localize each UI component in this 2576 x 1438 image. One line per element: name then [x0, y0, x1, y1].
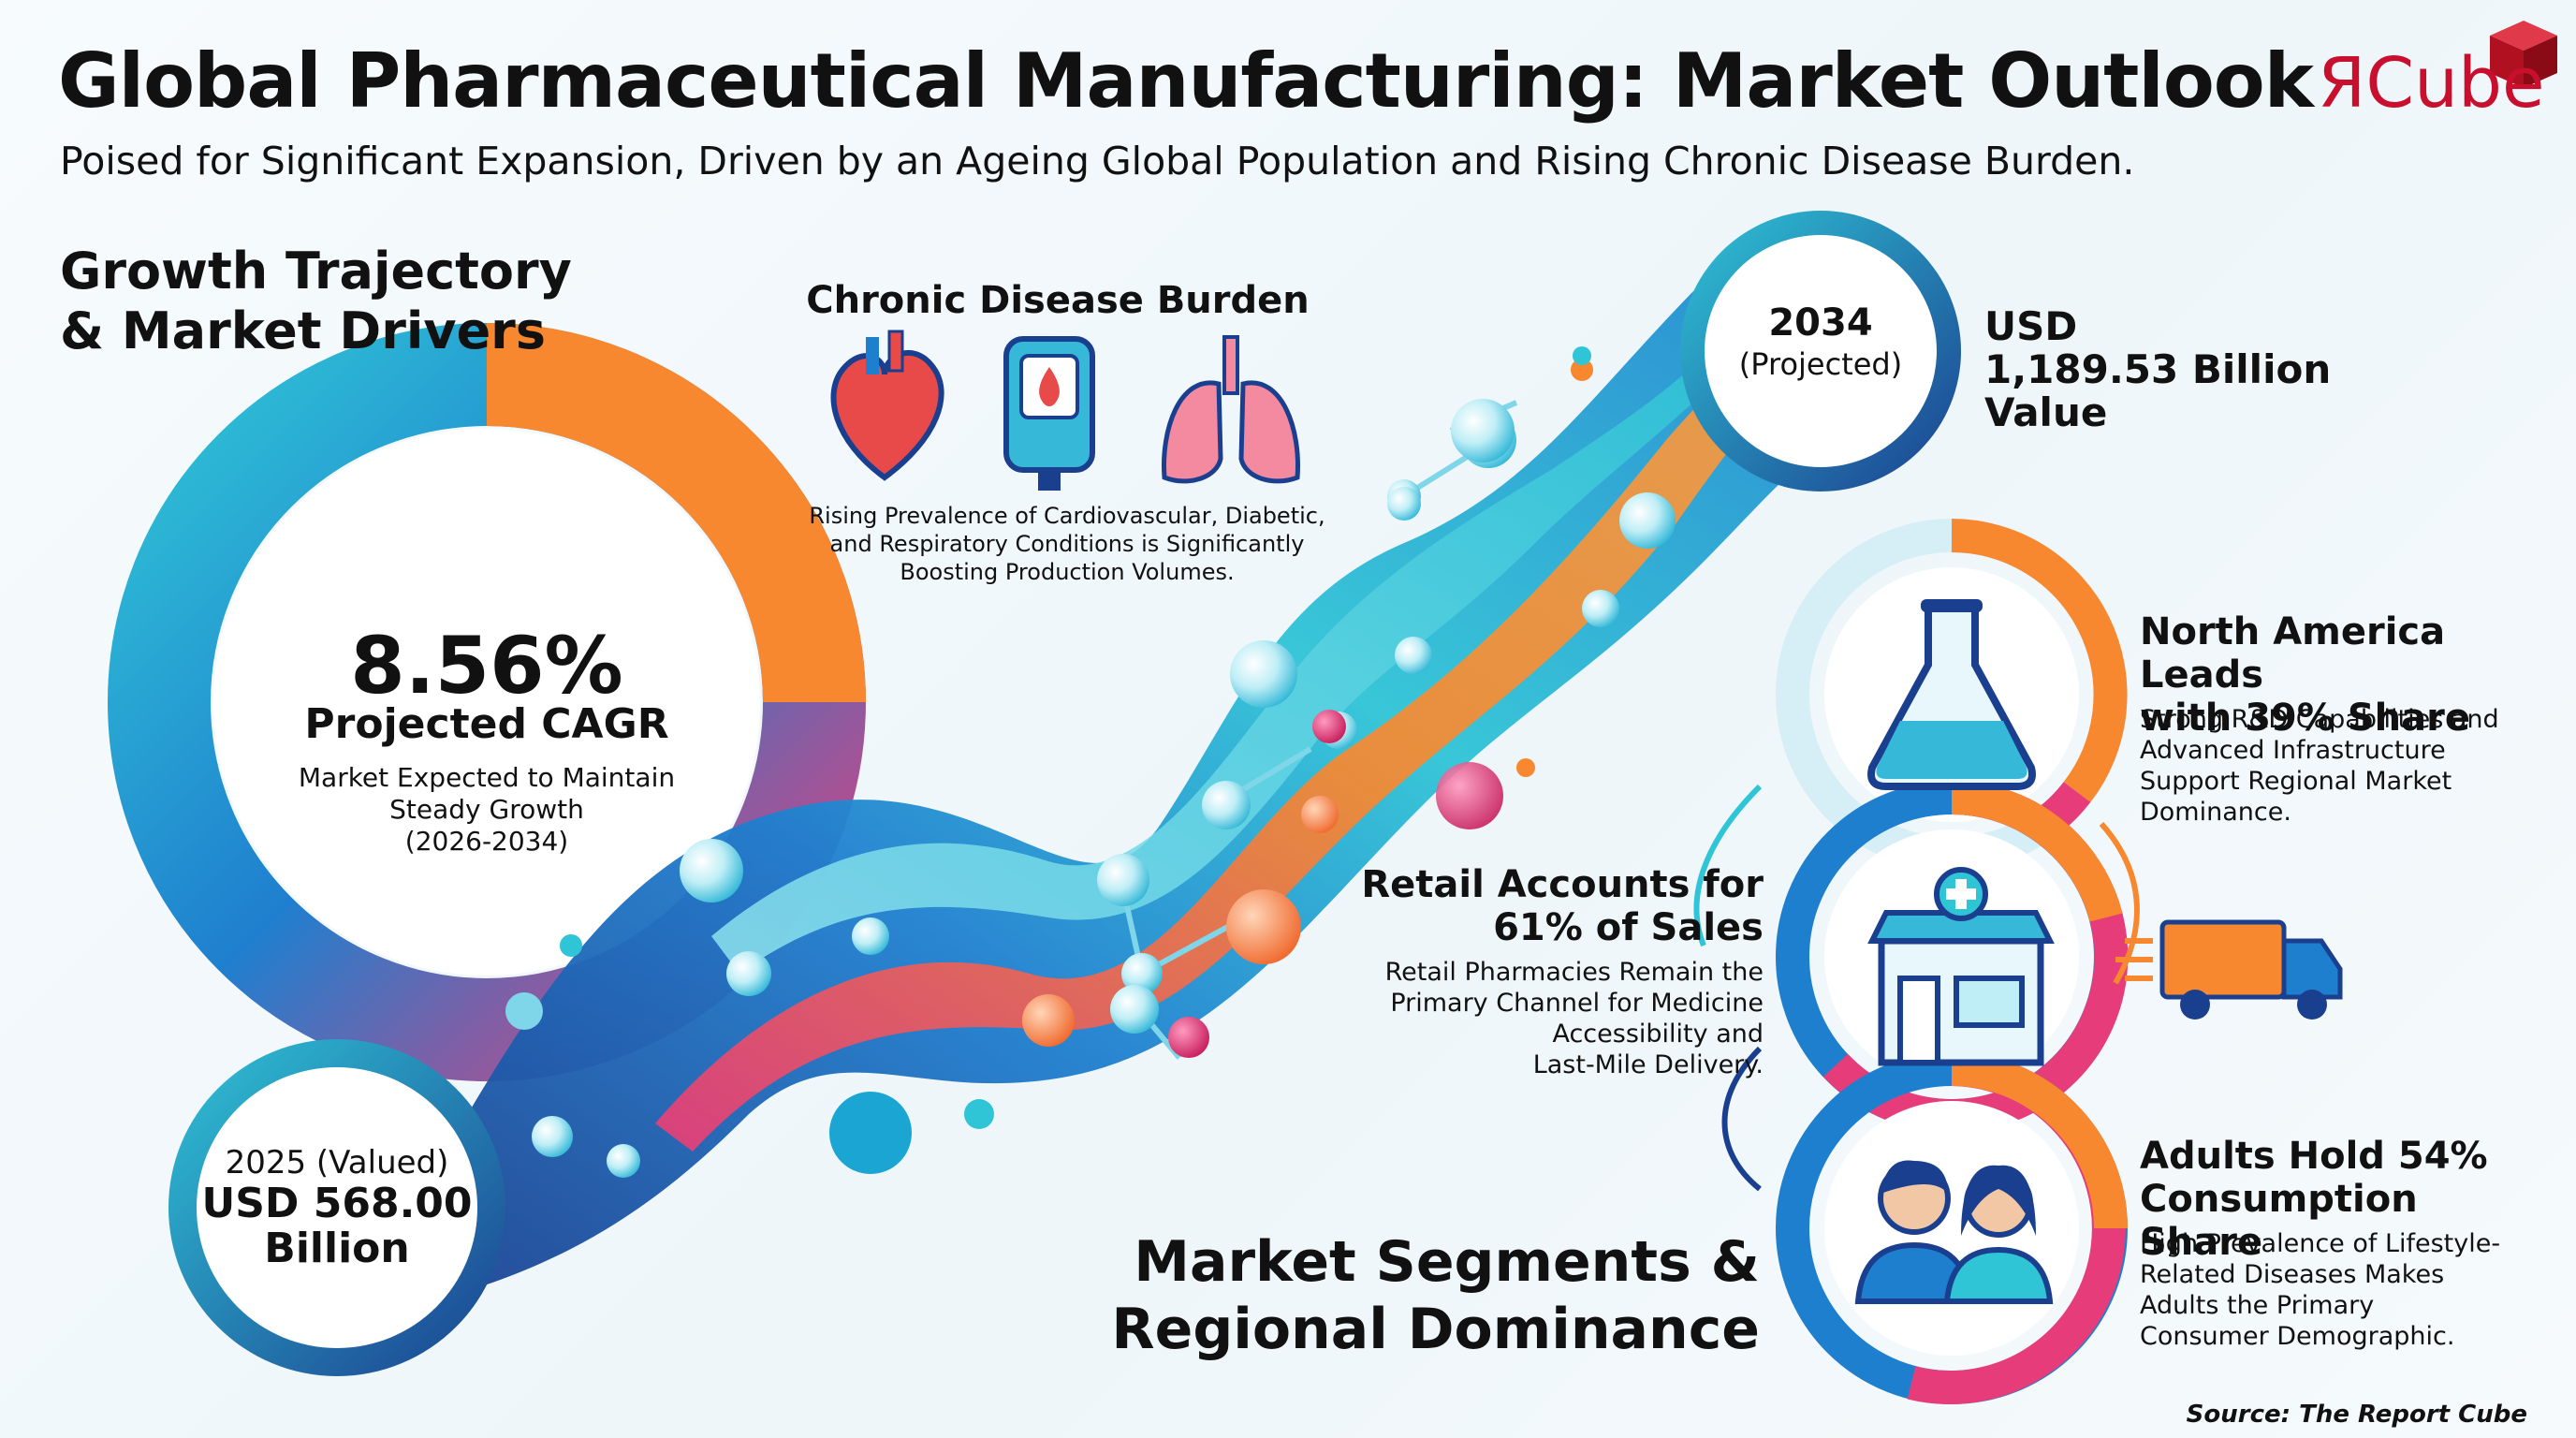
title-line: Adults Hold 54% [2140, 1135, 2488, 1178]
chronic-disease-description: Rising Prevalence of Cardiovascular, Dia… [796, 502, 1339, 586]
section-title-line: Growth Trajectory [60, 242, 572, 301]
connector-arc [2099, 821, 2140, 985]
page-title: Global Pharmaceutical Manufacturing: Mar… [58, 37, 2314, 125]
connector-arc [1721, 1046, 1763, 1192]
logo-text: Cube [2365, 43, 2545, 124]
cagr-ring [108, 323, 866, 1081]
chronic-disease-title: Chronic Disease Burden [806, 279, 1310, 322]
desc-line: Accessibility and [1552, 1020, 1764, 1049]
pharmacy-store-icon [1867, 867, 2055, 1066]
desc-line: Boosting Production Volumes. [900, 559, 1235, 585]
desc-line: Last-Mile Delivery. [1532, 1050, 1764, 1079]
source-note: Source: The Report Cube [2186, 1401, 2527, 1429]
desc-line: Support Regional Market [2140, 767, 2452, 796]
desc-line: Related Diseases Makes [2140, 1260, 2445, 1289]
lungs-icon [1162, 335, 1300, 484]
desc-line: Advanced Infrastructure [2140, 736, 2446, 765]
desc-line: Strong R&D Capabilities and [2140, 705, 2499, 734]
logo-cube-icon [2490, 21, 2557, 88]
title-line: Retail Accounts for [1361, 863, 1764, 906]
desc-line: Primary Channel for Medicine [1390, 989, 1764, 1018]
projected-2034-circle [1680, 211, 1961, 492]
adults-title: Adults Hold 54% Consumption Share [2140, 1135, 2552, 1264]
title-line: 61% of Sales [1493, 906, 1764, 949]
desc-line: Adults the Primary [2140, 1291, 2375, 1320]
projected-2034-year: 2034 [1768, 301, 1873, 345]
valued-2025-value: USD 568.00 Billion [178, 1181, 496, 1271]
north-america-title: North America Leads with 39% Share [2140, 610, 2552, 740]
desc-line: High Prevalence of Lifestyle- [2140, 1229, 2501, 1258]
desc-line: Market Expected to Maintain [298, 762, 676, 793]
desc-line: Rising Prevalence of Cardiovascular, Dia… [809, 503, 1325, 529]
adults-icon [1854, 1160, 2054, 1304]
projected-2034-value: USD 1,189.53 Billion Value [1984, 305, 2359, 434]
title-line: Consumption Share [2140, 1178, 2418, 1264]
desc-line: (2026-2034) [404, 826, 569, 857]
retail-title: Retail Accounts for 61% of Sales [1310, 863, 1764, 949]
value-line: Billion [264, 1225, 410, 1272]
cagr-description: Market Expected to Maintain Steady Growt… [281, 762, 693, 858]
desc-line: Retail Pharmacies Remain the [1384, 958, 1764, 987]
logo-mark: Я [2318, 43, 2366, 124]
glucose-meter-icon [1003, 336, 1095, 491]
bubbles [505, 346, 1676, 1178]
value-line: USD 568.00 [201, 1180, 473, 1227]
section-title-line: & Market Drivers [60, 301, 546, 360]
flask-icon [1867, 599, 2036, 790]
retail-description: Retail Pharmacies Remain the Primary Cha… [1310, 957, 1764, 1080]
section-title-segments: Market Segments & Regional Dominance [1105, 1228, 1760, 1363]
title-line: with 39% Share [2140, 697, 2470, 740]
connector-arc [1693, 784, 1763, 947]
delivery-truck-icon [2115, 919, 2343, 1020]
section-title-growth: Growth Trajectory & Market Drivers [60, 242, 584, 361]
desc-line: Dominance. [2140, 798, 2291, 827]
value-line: 1,189.53 Billion [1984, 346, 2332, 392]
value-line: Value [1984, 389, 2108, 435]
page-subtitle: Poised for Significant Expansion, Driven… [60, 139, 2135, 183]
section-title-line: Regional Dominance [1111, 1297, 1760, 1362]
valued-2025-label: 2025 (Valued) [225, 1144, 449, 1181]
desc-line: Steady Growth [389, 794, 584, 825]
valued-2025-circle [168, 1039, 505, 1376]
desc-line: and Respiratory Conditions is Significan… [829, 531, 1305, 557]
desc-line: Consumer Demographic. [2140, 1322, 2455, 1351]
heart-icon [830, 330, 944, 481]
adults-description: High Prevalence of Lifestyle- Related Di… [2140, 1228, 2533, 1352]
cagr-label: Projected CAGR [304, 700, 669, 748]
north-america-description: Strong R&D Capabilities and Advanced Inf… [2140, 704, 2533, 828]
brand-logo: ЯCube [2318, 17, 2561, 129]
section-title-line: Market Segments & [1134, 1229, 1760, 1295]
cagr-value: 8.56% [350, 620, 623, 712]
projected-2034-tag: (Projected) [1738, 346, 1903, 382]
title-line: North America Leads [2140, 610, 2446, 697]
value-line: USD [1984, 303, 2078, 349]
adults-donut [1776, 1052, 2128, 1404]
